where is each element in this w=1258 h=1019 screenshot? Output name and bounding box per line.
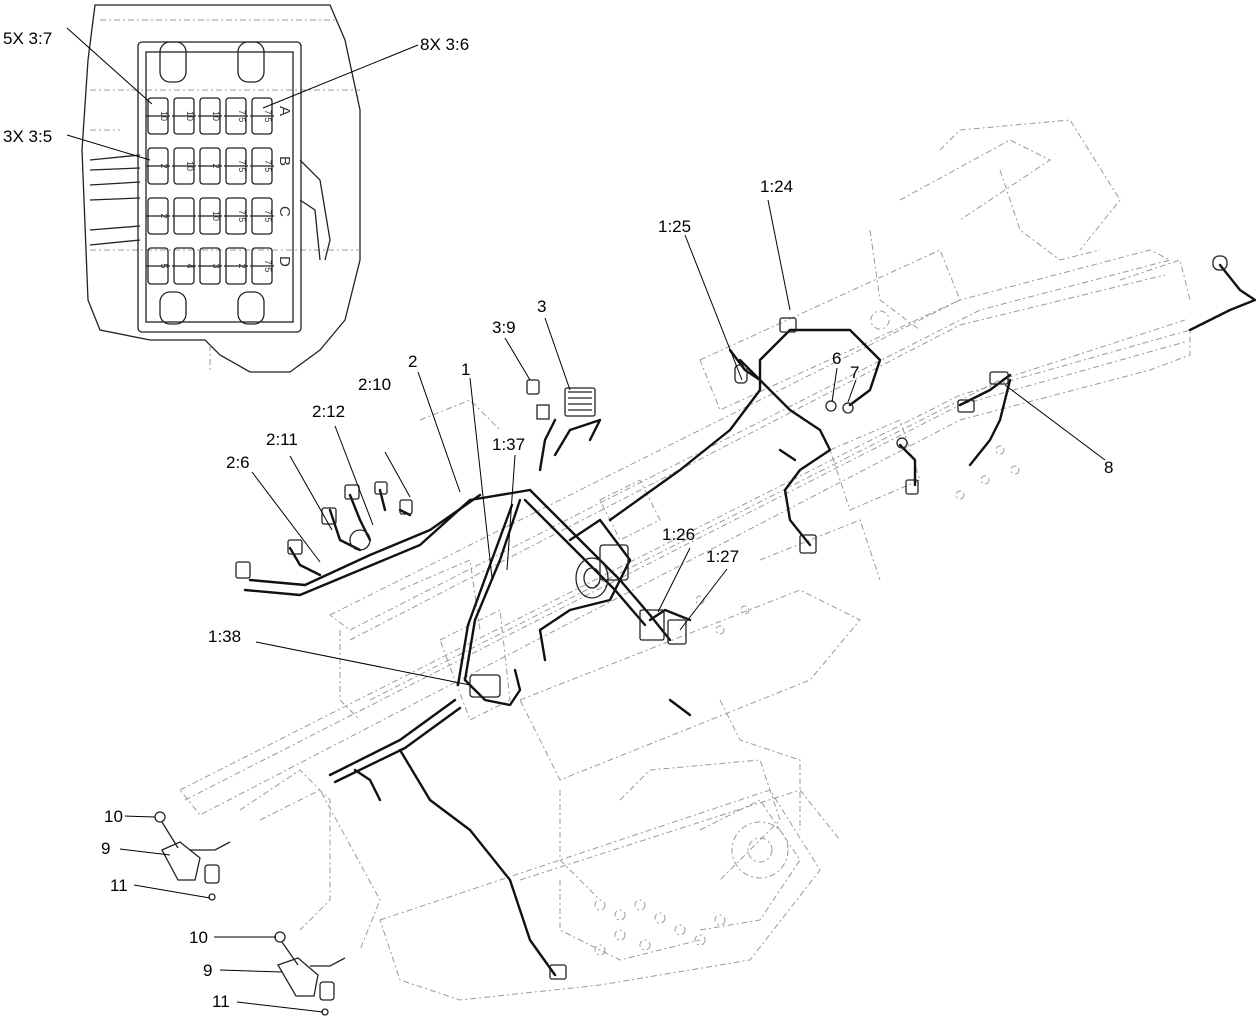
- callout-3: 3: [537, 297, 546, 316]
- fuse-rating: 7.5: [263, 110, 273, 123]
- callout-1-26: 1:26: [662, 525, 695, 544]
- callout-2-11: 2:11: [266, 430, 298, 449]
- callout-2-10: 2:10: [358, 375, 391, 394]
- callout-10-lower: 10: [189, 928, 208, 947]
- leader-lines: [66, 27, 1106, 1013]
- callout-7: 7: [850, 363, 859, 382]
- chassis-frame: [179, 119, 1191, 1001]
- fuse-rating: 2: [159, 163, 169, 168]
- fuse-rating: 7.5: [263, 260, 273, 273]
- fuse-rating: 10: [211, 211, 221, 221]
- callout-2-12: 2:12: [312, 402, 345, 421]
- callout-2-6: 2:6: [226, 453, 250, 472]
- fuse-rating: 7.5: [237, 160, 247, 173]
- callout-labels: 5X 3:7 8X 3:6 3X 3:5 1:24 1:25 3 3:9 6 7…: [3, 29, 1113, 1011]
- callout-10-upper: 10: [104, 807, 123, 826]
- callout-11-lower: 11: [212, 992, 230, 1011]
- callout-1-37: 1:37: [492, 435, 525, 454]
- callout-11-upper: 11: [110, 876, 128, 895]
- fuse-rating: 7.5: [237, 210, 247, 223]
- fuse-rating: 7.5: [263, 160, 273, 173]
- fuse-rating: 2: [211, 163, 221, 168]
- callout-9-upper: 9: [101, 839, 110, 858]
- wire-harnesses: [243, 263, 1257, 977]
- fuse-rating: 10: [159, 111, 169, 121]
- fuse-rating: 3: [211, 263, 221, 268]
- callout-5x37: 5X 3:7: [3, 29, 52, 48]
- fuse-row-letter: C: [276, 206, 293, 217]
- callout-8: 8: [1104, 458, 1113, 477]
- fuse-row-letter: B: [276, 156, 293, 166]
- fuse-rating: 5: [159, 263, 169, 268]
- fuse-row-letter: A: [276, 106, 293, 116]
- fuse-rating: 7.5: [263, 210, 273, 223]
- fuse-rating: 2: [159, 213, 169, 218]
- hole-pattern: [594, 310, 1020, 956]
- callout-1: 1: [461, 360, 470, 379]
- callout-6: 6: [832, 349, 841, 368]
- pedal-assembly-lower: [274, 931, 346, 1016]
- fuse-row-letter: D: [276, 256, 293, 267]
- callout-1-38: 1:38: [208, 627, 241, 646]
- callout-2: 2: [408, 352, 417, 371]
- callout-3x35: 3X 3:5: [3, 127, 52, 146]
- callout-1-25: 1:25: [658, 217, 691, 236]
- fuse-rating: 4: [185, 263, 195, 268]
- components: [154, 255, 1228, 1016]
- fuse-rating: 10: [185, 161, 195, 171]
- pedal-assembly-upper: [154, 811, 231, 901]
- callout-3-9: 3:9: [492, 318, 516, 337]
- fuse-rating: 2: [237, 263, 247, 268]
- fuse-rating: 10: [211, 111, 221, 121]
- fuse-rating: 10: [185, 111, 195, 121]
- fuse-rating: 7.5: [237, 110, 247, 123]
- callout-1-24: 1:24: [760, 177, 793, 196]
- callout-1-27: 1:27: [706, 547, 739, 566]
- callout-9-lower: 9: [203, 961, 212, 980]
- callout-8x36: 8X 3:6: [420, 35, 469, 54]
